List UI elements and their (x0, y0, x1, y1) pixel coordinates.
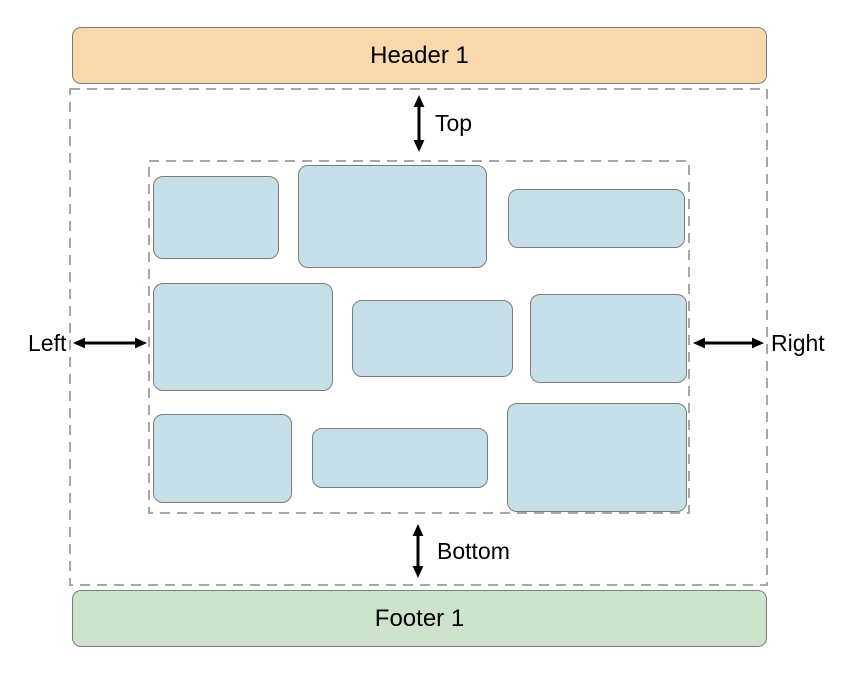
dashed-border-outline (148, 160, 690, 514)
grid-cell (507, 403, 687, 512)
footer-bar: Footer 1 (72, 590, 767, 647)
bottom-inset-label: Bottom (437, 538, 510, 564)
top-inset-arrow-icon (411, 95, 427, 152)
grid-cell (312, 428, 488, 488)
grid-cell (298, 165, 487, 268)
top-inset-label: Top (435, 110, 473, 136)
cells-boundary (148, 160, 690, 514)
right-inset-arrow-icon (693, 335, 764, 351)
left-inset-arrow-icon (73, 335, 147, 351)
dashed-border-outline (69, 88, 768, 586)
grid-cell (530, 294, 687, 383)
grid-cell (153, 283, 333, 391)
grid-cell (153, 176, 279, 259)
section-boundary (69, 88, 768, 586)
left-inset-label: Left (28, 330, 67, 356)
right-inset-label: Right (771, 330, 825, 356)
header-bar: Header 1 (72, 27, 767, 84)
grid-cell (352, 300, 513, 377)
bottom-inset-arrow-icon (410, 524, 426, 578)
grid-cell (153, 414, 292, 503)
grid-cell (508, 189, 685, 248)
header-label: Header 1 (370, 41, 469, 69)
footer-label: Footer 1 (374, 604, 465, 632)
